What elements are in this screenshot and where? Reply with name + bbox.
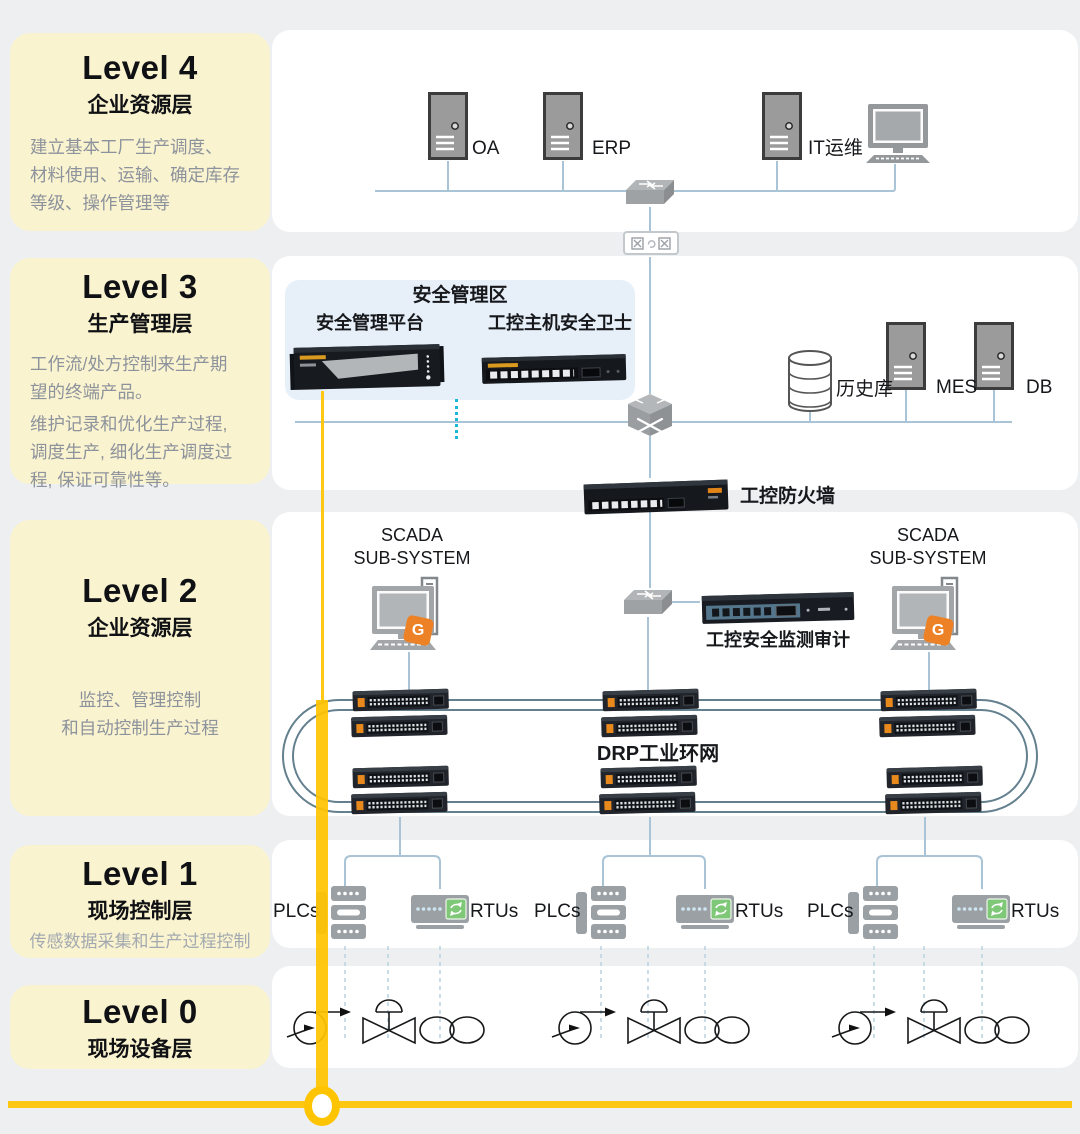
ring-switch-bottom-right (884, 763, 986, 817)
rtu-icon-2 (675, 889, 735, 933)
level-3-title: Level 3 (82, 268, 198, 305)
label-db: DB (1026, 377, 1053, 398)
label-scada-left: SCADA SUB-SYSTEM (353, 525, 471, 569)
label-audit: 工控安全监测审计 (706, 630, 850, 650)
yellow-link-thick (315, 700, 328, 1090)
level-1-band (272, 840, 1078, 948)
label-plcs-3: PLCs (807, 901, 854, 922)
level-4-desc: 建立基本工厂生产调度、 材料使用、运输、确定库存 等级、操作管理等 (30, 137, 240, 213)
yellow-link-thin (320, 391, 324, 702)
label-security-platform: 安全管理平台 (316, 313, 424, 333)
level-0-title: Level 0 (82, 993, 198, 1030)
label-historian: 历史库 (836, 379, 894, 400)
rtu-icon-3 (951, 889, 1011, 933)
rtu-icon-1 (410, 889, 470, 933)
level-1-box: Level 1 现场控制层 传感数据采集和生产过程控制 (10, 845, 270, 958)
label-firewall: 工控防火墙 (740, 486, 836, 507)
level-0-box: Level 0 现场设备层 (10, 985, 270, 1069)
label-erp: ERP (592, 138, 632, 159)
level-1-desc: 传感数据采集和生产过程控制 (29, 932, 251, 951)
g-badge-right: G (922, 614, 955, 647)
label-rtus-1: RTUs (470, 901, 519, 922)
level-3-box: Level 3 生产管理层 工作流/处方控制来生产期 望的终端产品。 维护记录和… (10, 258, 270, 490)
level-2-title: Level 2 (82, 572, 198, 609)
label-host-guard: 工控主机安全卫士 (488, 313, 632, 333)
server-icon-oa (428, 92, 468, 160)
host-guard-appliance (480, 348, 628, 390)
g-badge-left: G (402, 614, 435, 647)
level-3-desc-2: 维护记录和优化生产过程, 调度生产, 细化生产调度过 程, 保证可靠性等。 (30, 414, 233, 490)
level-4-subtitle: 企业资源层 (87, 94, 193, 117)
field-devices-group-3 (830, 998, 1035, 1050)
server-icon-db (974, 322, 1014, 390)
level-4-title: Level 4 (82, 49, 198, 86)
label-mes: MES (936, 377, 978, 398)
label-oa: OA (472, 138, 500, 159)
level-4-band (272, 30, 1078, 232)
switch-icon-mid (624, 586, 672, 618)
level-0-band (272, 966, 1078, 1068)
historian-database-icon (786, 348, 834, 414)
label-plcs-1: PLCs (273, 901, 320, 922)
industrial-firewall-appliance (582, 474, 730, 518)
ring-switch-top-right (878, 686, 980, 740)
level-2-box: Level 2 企业资源层 监控、管理控制 和自动控制生产过程 (10, 520, 270, 816)
security-gateway-icon (623, 231, 679, 257)
router-icon (626, 392, 674, 438)
desktop-computer-icon (866, 102, 930, 164)
label-scada-right: SCADA SUB-SYSTEM (869, 525, 987, 569)
level-2-band (272, 512, 1078, 816)
level-3-subtitle: 生产管理层 (87, 313, 193, 336)
label-it-ops: IT运维 (808, 138, 863, 159)
label-security-zone: 安全管理区 (412, 285, 508, 306)
field-devices-group-2 (550, 998, 755, 1050)
level-2-subtitle: 企业资源层 (87, 617, 193, 640)
switch-icon-top (626, 176, 674, 208)
plc-icon-2 (575, 884, 627, 942)
level-1-subtitle: 现场控制层 (87, 900, 193, 923)
plc-icon-3 (847, 884, 899, 942)
ring-switch-bottom-mid (598, 763, 700, 817)
label-plcs-2: PLCs (534, 901, 581, 922)
server-icon-erp (543, 92, 583, 160)
server-icon-it-ops (762, 92, 802, 160)
audit-appliance (700, 586, 856, 628)
yellow-link-terminal (304, 1086, 340, 1126)
ring-switch-top-mid (600, 686, 702, 740)
security-platform-appliance (288, 340, 446, 392)
level-2-desc: 监控、管理控制 和自动控制生产过程 (61, 690, 219, 738)
label-ring: DRP工业环网 (596, 743, 720, 765)
label-rtus-2: RTUs (735, 901, 784, 922)
level-1-title: Level 1 (82, 855, 198, 892)
ring-switch-top-left (350, 686, 452, 740)
label-rtus-3: RTUs (1011, 901, 1060, 922)
level-4-box: Level 4 企业资源层 建立基本工厂生产调度、 材料使用、运输、确定库存 等… (10, 33, 270, 231)
level-3-desc-1: 工作流/处方控制来生产期 望的终端产品。 (30, 354, 228, 402)
yellow-baseline (8, 1101, 1072, 1108)
teal-dotted-link (455, 399, 458, 439)
level-0-subtitle: 现场设备层 (87, 1038, 193, 1061)
ring-switch-bottom-left (350, 763, 452, 817)
